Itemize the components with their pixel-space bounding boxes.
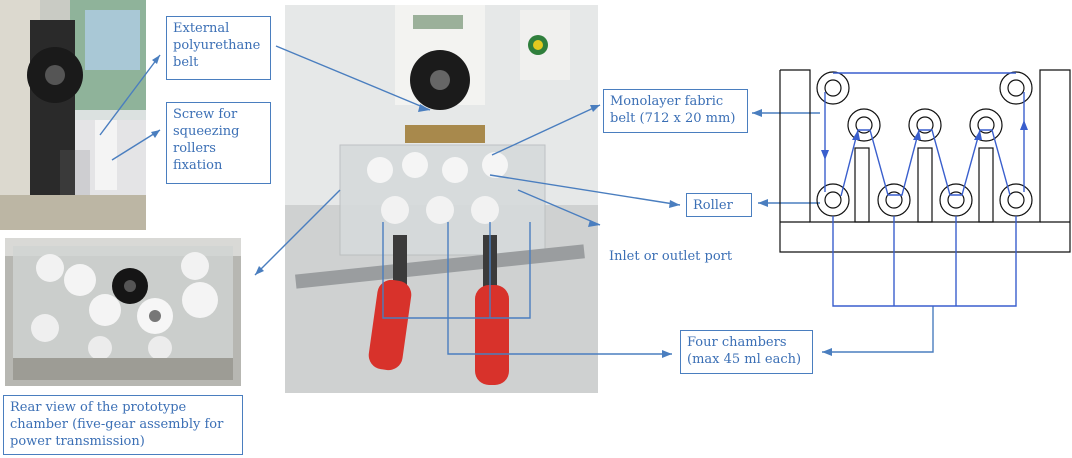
rear-view-photo xyxy=(5,238,241,386)
label-roller: Roller xyxy=(686,193,752,217)
side-view-photo xyxy=(0,0,146,230)
label-port: Inlet or outlet port xyxy=(605,245,749,271)
label-screw: Screw for squeezing rollers fixation xyxy=(166,102,271,184)
label-external-belt: External polyurethane belt xyxy=(166,16,271,80)
label-chambers: Four chambers (max 45 ml each) xyxy=(680,330,813,374)
prototype-photo xyxy=(285,5,598,393)
label-rear-view: Rear view of the prototype chamber (five… xyxy=(3,395,243,455)
label-monolayer-belt: Monolayer fabric belt (712 x 20 mm) xyxy=(603,89,748,133)
